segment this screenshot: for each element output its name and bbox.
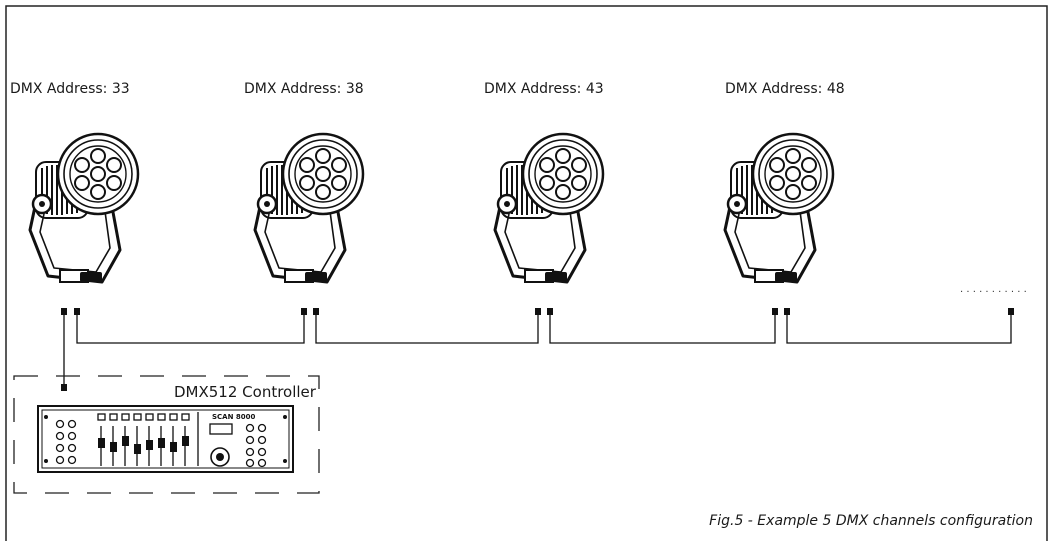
- dmx-controller-device: SCAN 8000: [37, 405, 294, 473]
- controller-brand: SCAN 8000: [212, 413, 256, 421]
- dmx-connectors: [61, 308, 1014, 391]
- figure-caption: Fig.5 - Example 5 DMX channels configura…: [709, 513, 1033, 529]
- fixture-1-address: DMX Address: 33: [10, 81, 130, 97]
- diagram-frame: [5, 5, 1048, 541]
- fixture-2: [253, 132, 365, 284]
- fixture-1: [28, 132, 140, 284]
- fixture-4: [723, 132, 835, 284]
- fixture-3-address: DMX Address: 43: [484, 81, 604, 97]
- fixture-4-address: DMX Address: 48: [725, 81, 845, 97]
- fixture-3: [493, 132, 605, 284]
- continuation-dots: . . . . . . . . . . .: [960, 284, 1027, 295]
- dmx-cable: [63, 312, 1012, 387]
- fixture-2-address: DMX Address: 38: [244, 81, 364, 97]
- controller-label: DMX512 Controller: [174, 383, 316, 401]
